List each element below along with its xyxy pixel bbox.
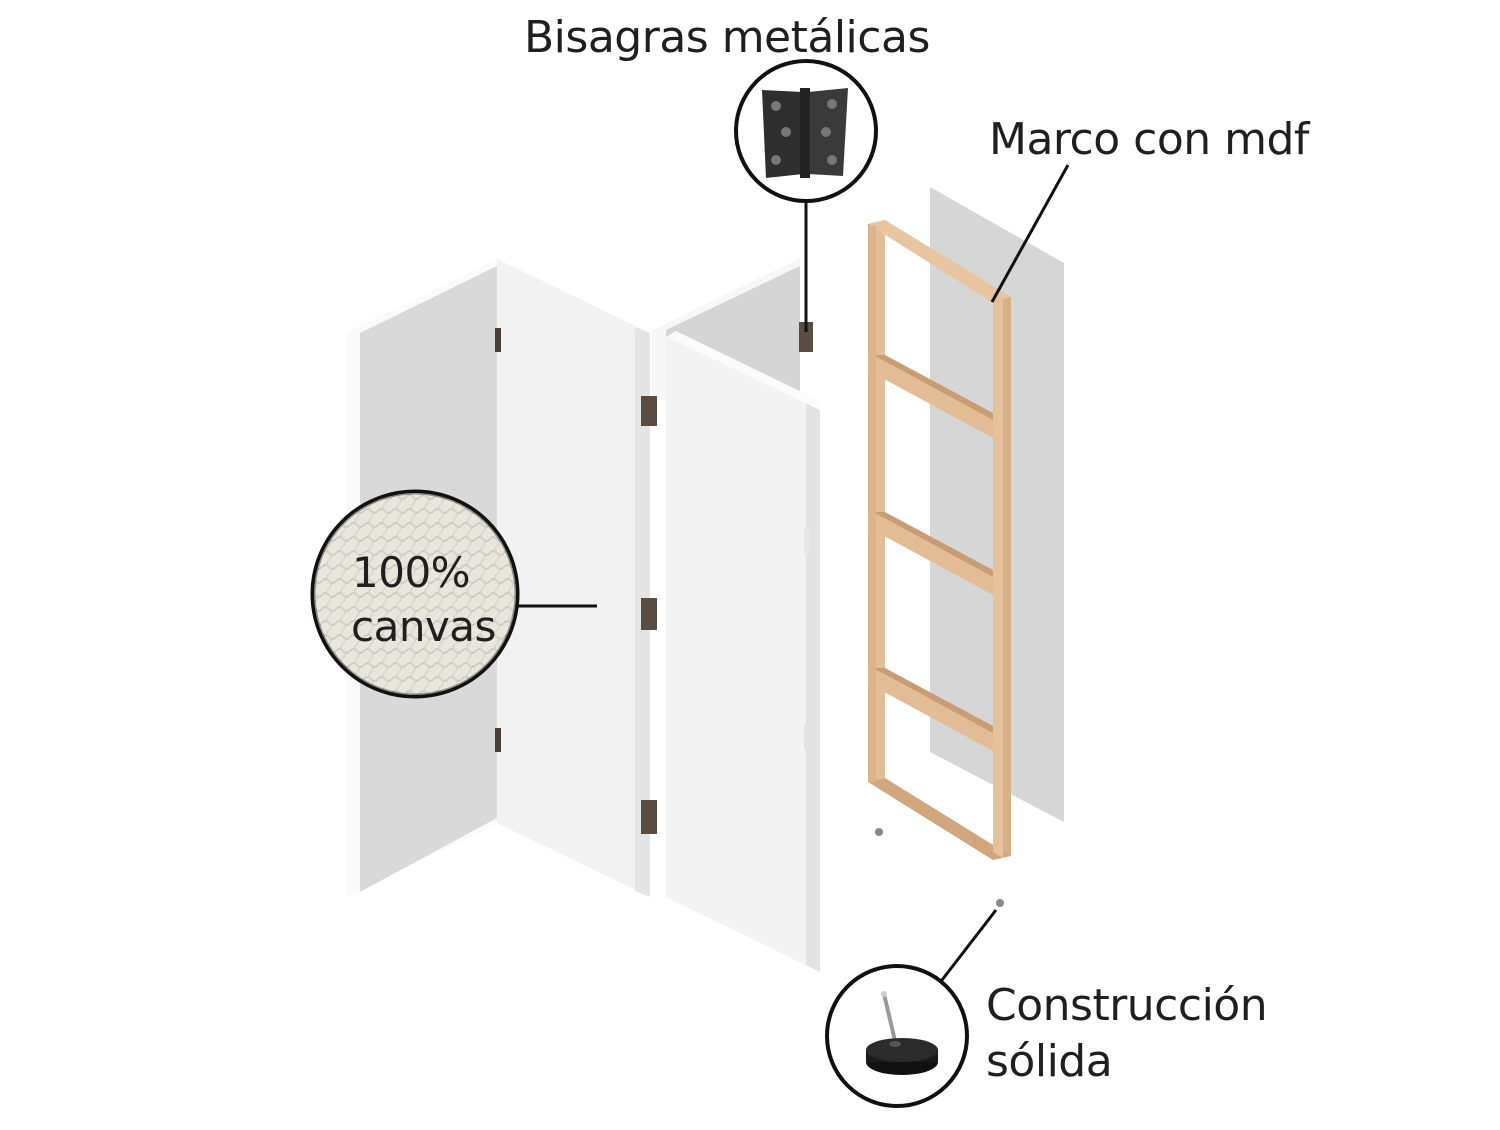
panel-4 xyxy=(666,331,820,972)
foot-marker-left xyxy=(875,828,883,836)
canvas-label-line2: canvas xyxy=(351,602,496,651)
canvas-texture-icon xyxy=(314,493,516,695)
solid-label-line1: Construcción xyxy=(986,980,1268,1031)
solid-label-line2: sólida xyxy=(986,1036,1113,1087)
hinges-label: Bisagras metálicas xyxy=(524,12,930,63)
canvas-label-line1: 100% xyxy=(352,548,471,597)
furniture-foot-icon xyxy=(866,991,938,1075)
callout-lines xyxy=(517,164,1070,981)
panel-2 xyxy=(497,259,650,897)
canvas-callout xyxy=(310,489,520,699)
hinge-callout xyxy=(734,59,878,203)
frame-label: Marco con mdf xyxy=(989,114,1309,165)
wood-frame xyxy=(868,220,1011,860)
foot-marker-right xyxy=(996,899,1004,907)
hinge-icon xyxy=(762,88,848,178)
foot-callout xyxy=(825,964,969,1108)
folding-screen xyxy=(346,258,820,972)
screen-hinges xyxy=(495,322,813,834)
